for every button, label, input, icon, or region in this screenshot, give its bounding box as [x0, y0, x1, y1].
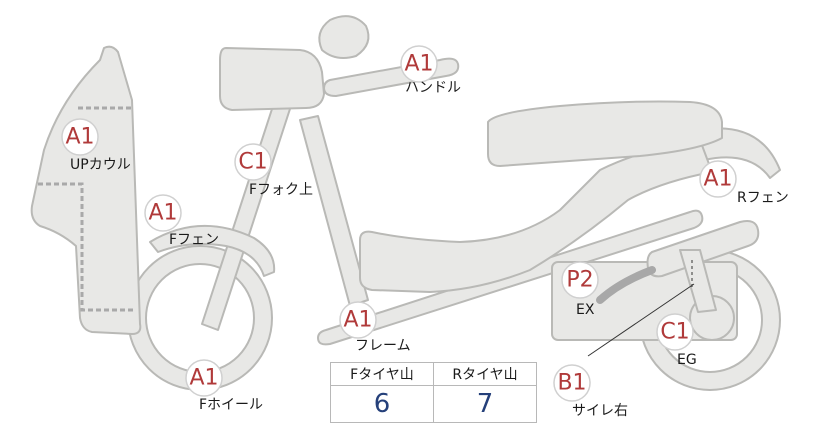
headlight [219, 47, 325, 111]
tire-tread-value-row: 6 7 [330, 385, 537, 423]
tire-tread-header-row: Fタイヤ山 Rタイヤ山 [330, 362, 537, 386]
badge-eg[interactable]: C1 [656, 313, 694, 351]
svg-text:A1: A1 [404, 52, 433, 77]
rear-tire-value[interactable]: 7 [433, 385, 537, 423]
svg-text:A1: A1 [343, 308, 372, 333]
svg-text:P2: P2 [566, 268, 593, 293]
label-handle: ハンドル [405, 80, 461, 96]
svg-text:C1: C1 [660, 320, 689, 345]
front-tire-value[interactable]: 6 [330, 385, 434, 423]
svg-text:C1: C1 [238, 150, 267, 175]
badge-frame[interactable]: A1 [339, 301, 377, 339]
front-tire-header: Fタイヤ山 [330, 362, 434, 386]
muffler [646, 220, 760, 278]
seat [487, 100, 723, 167]
label-eg: EG [677, 352, 697, 368]
label-f-fork-upper: Fフォク上 [249, 182, 314, 198]
badge-f-wheel[interactable]: A1 [185, 359, 223, 397]
label-up-cowl: UPカウル [70, 157, 131, 173]
label-f-wheel: Fホイール [199, 397, 264, 413]
svg-text:A1: A1 [189, 366, 218, 391]
badge-r-fender[interactable]: A1 [699, 160, 737, 198]
front-fender [149, 224, 276, 277]
svg-text:A1: A1 [65, 125, 94, 150]
svg-text:B1: B1 [557, 371, 586, 396]
badge-side-right[interactable]: B1 [553, 364, 591, 402]
badge-up-cowl[interactable]: A1 [61, 118, 99, 156]
svg-text:A1: A1 [148, 201, 177, 226]
svg-text:A1: A1 [703, 167, 732, 192]
label-side-right: サイレ右 [572, 403, 628, 419]
exhaust-pipe [596, 266, 656, 304]
badge-ex[interactable]: P2 [561, 261, 599, 299]
mirror [318, 15, 370, 59]
badge-f-fork-upper[interactable]: C1 [234, 143, 272, 181]
label-f-fender: Fフェン [169, 232, 220, 248]
badge-f-fender[interactable]: A1 [144, 194, 182, 232]
label-ex: EX [576, 302, 595, 318]
label-r-fender: Rフェン [737, 190, 789, 206]
label-frame: フレーム [355, 338, 411, 354]
rear-shock [679, 249, 717, 313]
front-downtube [299, 115, 369, 307]
tire-tread-table: Fタイヤ山 Rタイヤ山 6 7 [330, 362, 537, 423]
rear-tire-header: Rタイヤ山 [433, 362, 537, 386]
leader-line [587, 283, 695, 357]
front-cowl [30, 45, 142, 335]
rear-fender [699, 127, 781, 179]
badge-handle[interactable]: A1 [400, 45, 438, 83]
cowl-panel-lines [38, 106, 134, 312]
